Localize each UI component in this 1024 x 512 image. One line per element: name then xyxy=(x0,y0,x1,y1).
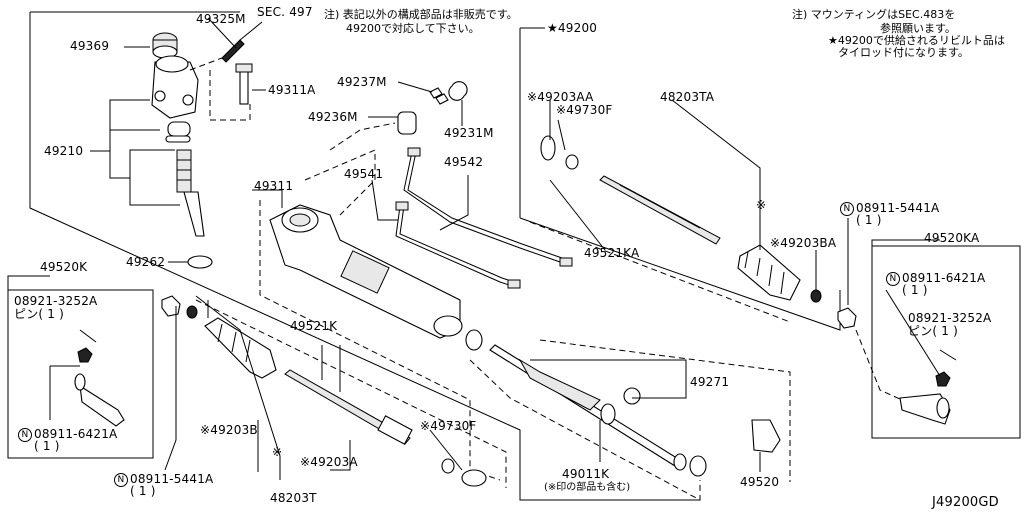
note-top-right-line4: タイロッド付になります。 xyxy=(838,46,969,59)
clamp-49203AA xyxy=(540,135,556,161)
label-08911-5441A-right-qty: ( 1 ) xyxy=(856,213,882,227)
label-49520K[interactable]: 49520K xyxy=(40,260,88,274)
tie-rod-right-group xyxy=(519,99,822,323)
note-top-center-line2: 49200で対応して下さい。 xyxy=(346,22,480,35)
note-top-right-line3: ★49200で供給されるリビルト品は xyxy=(828,34,1005,47)
label-49311[interactable]: 49311 xyxy=(254,179,294,193)
label-49325M[interactable]: 49325M xyxy=(196,12,246,26)
label-49236M[interactable]: 49236M xyxy=(308,110,358,124)
label-49237M[interactable]: 49237M xyxy=(337,75,387,89)
washer-49231M xyxy=(448,81,468,101)
pipe-49542 xyxy=(403,151,561,263)
pipe-49541 xyxy=(395,205,513,287)
inner-rod-left xyxy=(284,369,411,445)
assembly-outline xyxy=(29,12,700,501)
n-mark-08911-6421A-left: N xyxy=(18,428,32,442)
pinion-housing-group xyxy=(90,17,266,269)
bushing-49520 xyxy=(751,419,781,453)
tie-rod-end-right-group xyxy=(837,218,1021,439)
label-sec497[interactable]: SEC. 497 xyxy=(257,5,313,19)
label-49011K-note: (※印の部品も含む) xyxy=(544,482,631,493)
seal-ring xyxy=(167,121,191,137)
clip-49730F-top xyxy=(565,154,579,170)
label-pin-right: ピン( 1 ) xyxy=(908,324,959,338)
n-mark-08911-5441A-right: N xyxy=(840,202,854,216)
label-49521KA[interactable]: 49521KA xyxy=(584,246,640,260)
pinion-shaft xyxy=(176,149,192,193)
label-08911-5441A-left[interactable]: 08911-5441A xyxy=(130,472,214,486)
star-mark-right: ※ xyxy=(756,198,767,212)
assembly-right-frame xyxy=(519,217,841,331)
label-49011K[interactable]: 49011K xyxy=(562,467,610,481)
label-49203BA[interactable]: ※49203BA xyxy=(770,236,837,250)
label-49203AA[interactable]: ※49203AA xyxy=(527,90,594,104)
o-ring-49262 xyxy=(187,255,213,269)
star-mark-left: ※ xyxy=(272,445,283,459)
seal-49271-b xyxy=(623,387,641,405)
label-49541[interactable]: 49541 xyxy=(344,167,384,181)
label-49311A[interactable]: 49311A xyxy=(268,83,316,97)
label-08911-6421A-right[interactable]: 08911-6421A xyxy=(902,271,986,285)
seal-49271-a xyxy=(465,329,483,351)
label-08911-5441A-left-qty: ( 1 ) xyxy=(130,484,156,498)
rack-group xyxy=(465,329,791,501)
label-49271[interactable]: 49271 xyxy=(690,375,730,389)
bolt-49325M xyxy=(221,39,245,63)
note-top-right-line1: 注) マウンティングはSEC.483を xyxy=(792,8,956,21)
label-49231M[interactable]: 49231M xyxy=(444,126,494,140)
inner-rod-right xyxy=(599,175,721,245)
diagram-id: J49200GD xyxy=(932,495,999,510)
label-49369[interactable]: 49369 xyxy=(70,39,110,53)
nut-08911-5441A-right xyxy=(837,307,857,329)
bushing-49236M xyxy=(397,111,417,135)
label-08911-6421A-left[interactable]: 08911-6421A xyxy=(34,427,118,441)
bolt-49311A xyxy=(239,67,249,105)
label-49210[interactable]: 49210 xyxy=(44,144,84,158)
note-top-right-line2: 参照願います。 xyxy=(880,22,956,35)
label-08921-3252A-left[interactable]: 08921-3252A xyxy=(14,294,98,308)
clip-49730F-bottom xyxy=(441,458,455,474)
label-08911-6421A-right-qty: ( 1 ) xyxy=(902,283,928,297)
label-08911-5441A-right[interactable]: 08911-5441A xyxy=(856,201,940,215)
label-49200[interactable]: ★49200 xyxy=(547,21,598,35)
tie-rod-end-left-group xyxy=(7,275,181,471)
label-49542[interactable]: 49542 xyxy=(444,155,484,169)
spring-49237M xyxy=(429,87,449,105)
gear-housing-49311 xyxy=(252,122,501,481)
label-49203B[interactable]: ※49203B xyxy=(200,423,258,437)
n-mark-08911-6421A-right: N xyxy=(886,272,900,286)
nut-08911-6421A-left xyxy=(77,347,93,363)
label-pin-left: ピン( 1 ) xyxy=(14,307,65,321)
clamp-49203A xyxy=(461,469,487,487)
label-08921-3252A-right[interactable]: 08921-3252A xyxy=(908,311,992,325)
label-49730F-bottom[interactable]: ※49730F xyxy=(420,419,477,433)
tie-rod-end-right xyxy=(899,393,951,425)
note-top-center-line1: 注) 表記以外の構成部品は非販売です。 xyxy=(324,8,518,21)
n-mark-08911-5441A-left: N xyxy=(114,473,128,487)
label-49203A[interactable]: ※49203A xyxy=(300,455,358,469)
label-49730F-top[interactable]: ※49730F xyxy=(556,103,613,117)
nut-08911-5441A-left xyxy=(161,295,181,317)
tie-rod-end-left xyxy=(79,384,125,427)
small-parts-group xyxy=(368,81,468,135)
label-49262[interactable]: 49262 xyxy=(126,255,166,269)
label-49520KA[interactable]: 49520KA xyxy=(924,231,980,245)
boot-49203B xyxy=(204,317,277,379)
tie-rod-left-group xyxy=(186,295,507,488)
label-48203TA[interactable]: 48203TA xyxy=(660,90,715,104)
label-48203T[interactable]: 48203T xyxy=(270,491,317,505)
hydraulic-lines xyxy=(371,147,573,289)
label-49521K[interactable]: 49521K xyxy=(290,319,338,333)
label-08911-6421A-left-qty: ( 1 ) xyxy=(34,439,60,453)
label-49520[interactable]: 49520 xyxy=(740,475,780,489)
